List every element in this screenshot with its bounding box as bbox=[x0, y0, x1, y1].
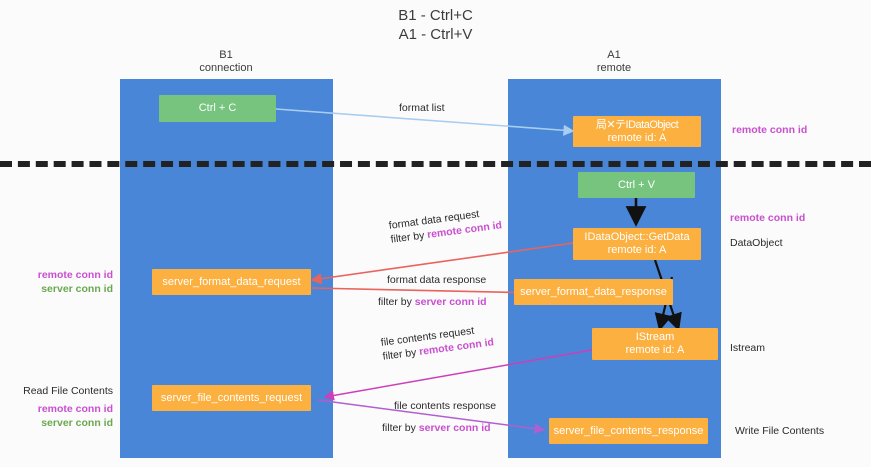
edge-label-format-list: format list bbox=[399, 101, 445, 115]
edge-label-format-data-request: format data request filter by remote con… bbox=[388, 204, 503, 246]
annotation-left-remote-conn-id: remote conn id bbox=[37, 269, 113, 281]
edge-label-format-list-text: format list bbox=[399, 102, 445, 114]
annotation-left-server-conn-id: server conn id bbox=[41, 283, 113, 295]
node-server-file-contents-response-label: server_file_contents_response bbox=[553, 424, 704, 437]
column-header-b1: B1 connection bbox=[146, 49, 306, 75]
edge-label-format-data-response: format data response filter by server co… bbox=[378, 273, 487, 309]
column-header-a1-sub: remote bbox=[596, 62, 632, 74]
node-server-format-data-response[interactable]: server_format_data_response bbox=[514, 279, 673, 305]
column-header-a1-name: A1 bbox=[607, 49, 621, 61]
edge-label-format-data-response-line1: format data response bbox=[387, 274, 487, 286]
edge-label-fdres-key: server conn id bbox=[414, 296, 487, 308]
node-ctrl-v-label: Ctrl + V bbox=[618, 178, 655, 191]
node-ctrl-c-label: Ctrl + C bbox=[198, 102, 237, 114]
title-line-1: B1 - Ctrl+C bbox=[398, 7, 473, 24]
edge-label-fdres-prefix: filter by bbox=[378, 296, 415, 308]
edge-label-fcres-prefix: filter by bbox=[382, 422, 419, 434]
node-server-format-data-request-label: server_format_data_request bbox=[162, 275, 301, 288]
title-line-2: A1 - Ctrl+V bbox=[398, 26, 473, 43]
diagram-title: B1 - Ctrl+C A1 - Ctrl+V bbox=[0, 6, 871, 44]
edge-label-file-contents-response-line1: file contents response bbox=[394, 400, 497, 412]
annotation-read-file-contents: Read File Contents bbox=[0, 384, 113, 398]
node-idataobject-line1: 局✕テIDataObject bbox=[595, 118, 679, 131]
node-ctrl-c[interactable]: Ctrl + C bbox=[159, 95, 276, 122]
node-server-format-data-request[interactable]: server_format_data_request bbox=[152, 269, 311, 295]
node-getdata-line2: remote id: A bbox=[607, 244, 667, 256]
node-server-format-data-response-label: server_format_data_response bbox=[520, 285, 667, 298]
node-server-file-contents-response[interactable]: server_file_contents_response bbox=[549, 418, 708, 444]
node-istream-line1: IStream bbox=[635, 331, 675, 343]
annotation-dataobject-text: DataObject bbox=[730, 237, 783, 249]
annotation-remote-conn-id-top: remote conn id bbox=[732, 123, 807, 137]
edge-label-file-contents-response: file contents response filter by server … bbox=[382, 399, 497, 435]
node-idataobject[interactable]: 局✕テIDataObject remote id: A bbox=[573, 116, 701, 147]
annotation-write-file-contents-text: Write File Contents bbox=[735, 425, 825, 437]
annotation-istream: Istream bbox=[730, 341, 765, 355]
node-idataobject-getdata[interactable]: IDataObject::GetData remote id: A bbox=[573, 228, 701, 260]
node-getdata-line1: IDataObject::GetData bbox=[584, 231, 690, 243]
node-istream[interactable]: IStream remote id: A bbox=[592, 328, 718, 360]
annotation-remote-conn-id-mid-text: remote conn id bbox=[730, 212, 806, 224]
node-server-file-contents-request-label: server_file_contents_request bbox=[160, 391, 303, 404]
node-istream-line2: remote id: A bbox=[625, 344, 685, 356]
edge-label-fdreq-prefix: filter by bbox=[389, 229, 428, 246]
node-idataobject-line2: remote id: A bbox=[607, 131, 667, 144]
annotation-dataobject: DataObject bbox=[730, 236, 783, 250]
phase-separator bbox=[0, 161, 871, 167]
annotation-istream-text: Istream bbox=[730, 342, 766, 354]
node-ctrl-v[interactable]: Ctrl + V bbox=[578, 172, 695, 198]
annotation-left-remote-conn-id-2: remote conn id bbox=[37, 403, 113, 415]
column-header-b1-name: B1 bbox=[219, 49, 233, 61]
annotation-left-conn-ids: remote conn id server conn id bbox=[0, 268, 113, 296]
annotation-read-file-contents-text: Read File Contents bbox=[23, 385, 113, 397]
annotation-write-file-contents: Write File Contents bbox=[735, 424, 824, 438]
edge-label-fcres-key: server conn id bbox=[418, 422, 491, 434]
annotation-left-server-conn-id-2: server conn id bbox=[41, 417, 113, 429]
edge-label-format-data-response-line2: filter by server conn id bbox=[378, 295, 487, 309]
edge-label-file-contents-request: file contents request filter by remote c… bbox=[380, 321, 495, 363]
annotation-left-conn-ids-2: remote conn id server conn id bbox=[0, 402, 113, 430]
annotation-remote-conn-id-mid: remote conn id bbox=[730, 211, 805, 225]
node-server-file-contents-request[interactable]: server_file_contents_request bbox=[152, 385, 311, 411]
annotation-remote-conn-id-top-text: remote conn id bbox=[732, 124, 808, 136]
column-header-a1: A1 remote bbox=[534, 49, 694, 75]
edge-label-fcreq-prefix: filter by bbox=[381, 346, 420, 363]
column-header-b1-sub: connection bbox=[199, 62, 253, 74]
edge-label-file-contents-response-line2: filter by server conn id bbox=[382, 421, 496, 435]
